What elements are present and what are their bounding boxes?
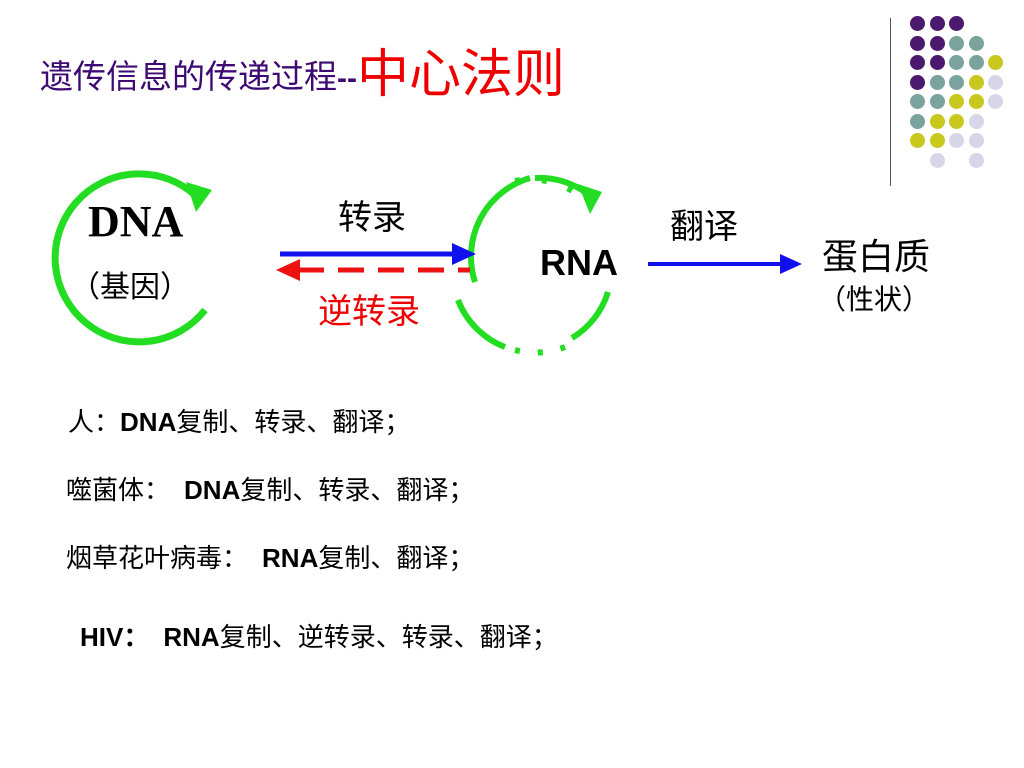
- title-dash: --: [337, 62, 357, 95]
- decorative-dot: [910, 74, 925, 90]
- transcription-label: 转录: [338, 198, 406, 238]
- example-molecule: DNA: [120, 407, 177, 437]
- translation-arrowhead: [780, 254, 802, 274]
- decorative-dot: [910, 94, 925, 109]
- reverse-transcription-label: 逆转录: [318, 292, 420, 332]
- title-highlight: 中心法则: [356, 45, 565, 105]
- decorative-dot: [968, 35, 984, 51]
- decorative-dot: [929, 35, 945, 51]
- trait-label: （性状）: [818, 283, 931, 316]
- decorative-dot: [949, 16, 964, 31]
- rna-replication-arc-bottom: [514, 344, 567, 356]
- rna-replication-arrowhead: [578, 184, 602, 214]
- rna-label: RNA: [540, 242, 618, 283]
- decorative-dot: [988, 94, 1003, 109]
- decorative-dot: [949, 74, 964, 90]
- decorative-dot: [949, 133, 964, 148]
- rna-replication-arc-bottom-right: [570, 291, 611, 341]
- decorative-dot: [968, 152, 984, 168]
- rna-replication-arc-top-right: [514, 176, 593, 208]
- example-molecule: DNA: [184, 475, 241, 505]
- example-hiv: HIV： RNA复制、逆转录、转录、翻译；: [80, 617, 558, 654]
- example-molecule: RNA: [262, 543, 319, 573]
- decorative-dot: [910, 16, 925, 31]
- example-organism: 人：: [68, 408, 121, 438]
- example-molecule: RNA: [163, 622, 220, 652]
- decorative-dot: [910, 35, 925, 51]
- gene-label: （基因）: [70, 270, 190, 305]
- decorative-dot: [968, 94, 984, 109]
- reverse-transcription-arrowhead: [276, 259, 300, 281]
- decorative-dot: [988, 74, 1003, 90]
- decorative-divider: [890, 18, 891, 186]
- translation-label: 翻译: [670, 207, 738, 247]
- decorative-dot: [910, 55, 925, 70]
- decorative-dot: [968, 55, 984, 70]
- decorative-dot: [929, 133, 945, 148]
- example-processes: 复制、逆转录、转录、翻译；: [219, 623, 558, 653]
- decorative-dot: [968, 133, 984, 148]
- title-main: 遗传信息的传递过程: [40, 57, 337, 96]
- example-organism: 烟草花叶病毒：: [66, 544, 249, 574]
- rna-replication-arc-top: [534, 174, 587, 195]
- decorative-dot: [929, 16, 945, 31]
- decorative-dot: [929, 113, 945, 129]
- example-human: 人：DNA复制、转录、翻译；: [68, 402, 410, 439]
- example-processes: 复制、转录、翻译；: [176, 408, 411, 438]
- transcription-arrowhead: [452, 243, 476, 265]
- decorative-dot: [968, 74, 984, 90]
- decorative-dot: [929, 74, 945, 90]
- decorative-dot: [988, 55, 1003, 70]
- decorative-dot: [949, 113, 964, 129]
- example-organism: HIV：: [80, 622, 150, 652]
- central-dogma-diagram: [51, 170, 802, 356]
- rna-replication-arc-top-left: [468, 175, 531, 283]
- decorative-dot: [929, 55, 945, 70]
- example-processes: 复制、转录、翻译；: [240, 476, 475, 506]
- example-tmv: 烟草花叶病毒： RNA复制、翻译；: [66, 538, 474, 575]
- example-processes: 复制、翻译；: [318, 544, 475, 574]
- example-phage: 噬菌体： DNA复制、转录、翻译；: [66, 470, 474, 507]
- dna-replication-cycle: [51, 170, 208, 346]
- decorative-dot: [929, 94, 945, 109]
- decorative-dot: [968, 113, 984, 129]
- slide-title: 遗传信息的传递过程--中心法则: [40, 28, 565, 105]
- decorative-dot: [929, 152, 945, 168]
- example-organism: 噬菌体：: [66, 476, 171, 506]
- dna-label: DNA: [88, 197, 184, 246]
- decorative-dot: [949, 94, 964, 109]
- decorative-dot: [949, 55, 964, 70]
- decorative-dot: [949, 35, 964, 51]
- decorative-dot: [910, 133, 925, 148]
- protein-label: 蛋白质: [822, 237, 931, 278]
- dna-replication-arrowhead: [186, 182, 212, 212]
- decorative-dot: [910, 113, 925, 129]
- rna-replication-arc-bottom-left: [455, 298, 507, 350]
